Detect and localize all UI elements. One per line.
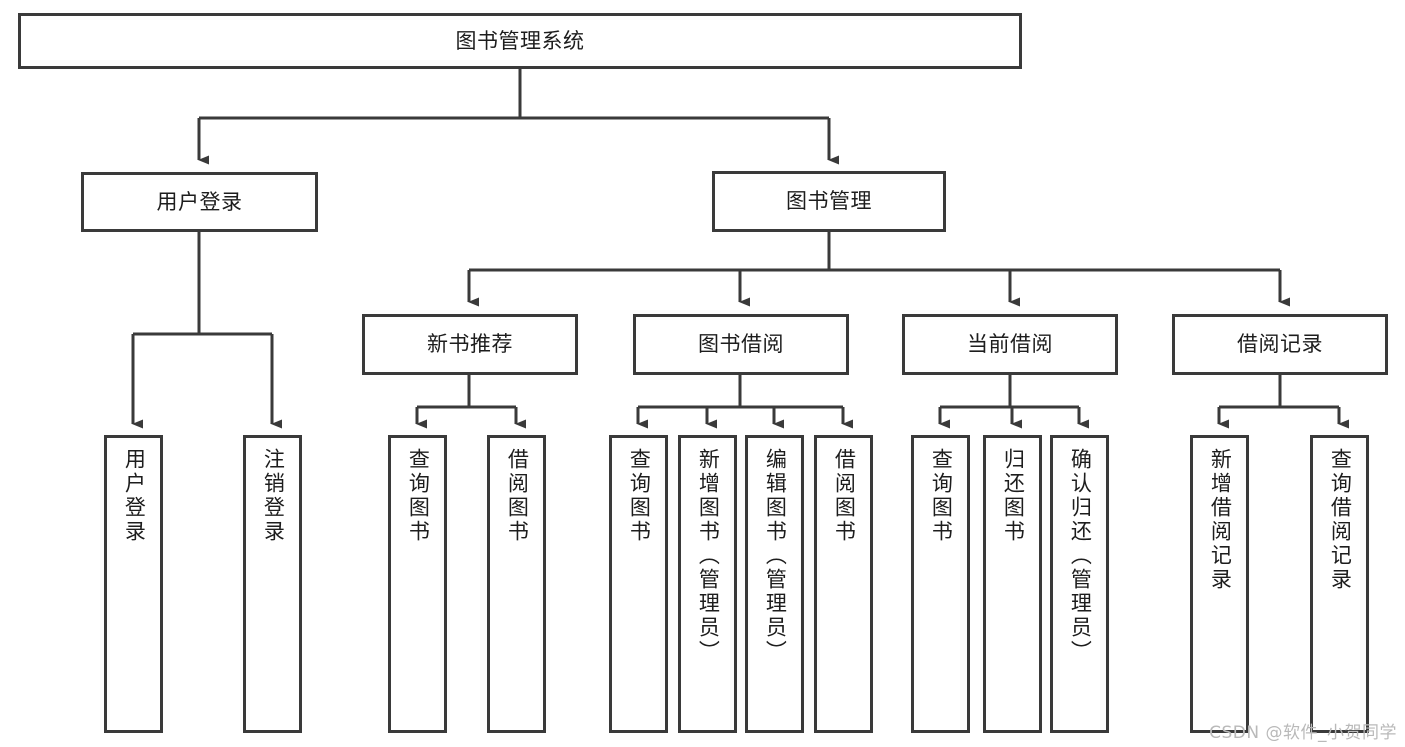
node-user-login-label: 用户登录 <box>156 189 243 214</box>
csdn-watermark: CSDN @软件_小贺同学 <box>1209 723 1397 743</box>
node-leaf-query-book-1-label: 查询图书 <box>406 448 431 544</box>
node-borrow-record-label: 借阅记录 <box>1237 332 1323 357</box>
node-user-login[interactable]: 用户登录 <box>81 172 318 232</box>
node-new-book-rec-label: 新书推荐 <box>427 332 513 357</box>
node-leaf-query-book-2-label: 查询图书 <box>627 448 652 544</box>
node-leaf-query-book-3[interactable]: 查询图书 <box>911 435 970 733</box>
node-current-borrow[interactable]: 当前借阅 <box>902 314 1118 375</box>
node-leaf-add-book[interactable]: 新增图书（管理员） <box>678 435 737 733</box>
node-leaf-user-logout-label: 注销登录 <box>261 448 286 544</box>
node-leaf-confirm-return[interactable]: 确认归还（管理员） <box>1050 435 1109 733</box>
node-leaf-user-login[interactable]: 用户登录 <box>104 435 163 733</box>
node-book-manage-label: 图书管理 <box>786 189 872 214</box>
node-leaf-add-record-label: 新增借阅记录 <box>1208 448 1233 592</box>
node-book-borrow[interactable]: 图书借阅 <box>633 314 849 375</box>
node-leaf-query-book-1[interactable]: 查询图书 <box>388 435 447 733</box>
node-current-borrow-label: 当前借阅 <box>967 332 1053 357</box>
node-book-borrow-label: 图书借阅 <box>698 332 784 357</box>
node-borrow-record[interactable]: 借阅记录 <box>1172 314 1388 375</box>
node-leaf-confirm-return-label: 确认归还（管理员） <box>1068 448 1093 664</box>
node-leaf-query-record-label: 查询借阅记录 <box>1328 448 1353 592</box>
node-leaf-edit-book-label: 编辑图书（管理员） <box>763 448 788 664</box>
node-leaf-borrow-book-1[interactable]: 借阅图书 <box>487 435 546 733</box>
node-leaf-borrow-book-1-label: 借阅图书 <box>505 448 530 544</box>
node-root[interactable]: 图书管理系统 <box>18 13 1022 69</box>
node-leaf-borrow-book-2-label: 借阅图书 <box>832 448 857 544</box>
node-leaf-return-book[interactable]: 归还图书 <box>983 435 1042 733</box>
node-leaf-query-book-2[interactable]: 查询图书 <box>609 435 668 733</box>
node-book-manage[interactable]: 图书管理 <box>712 171 946 232</box>
node-leaf-query-record[interactable]: 查询借阅记录 <box>1310 435 1369 733</box>
node-leaf-add-record[interactable]: 新增借阅记录 <box>1190 435 1249 733</box>
node-leaf-add-book-label: 新增图书（管理员） <box>696 448 721 664</box>
node-new-book-rec[interactable]: 新书推荐 <box>362 314 578 375</box>
node-leaf-user-logout[interactable]: 注销登录 <box>243 435 302 733</box>
node-leaf-borrow-book-2[interactable]: 借阅图书 <box>814 435 873 733</box>
node-leaf-user-login-label: 用户登录 <box>122 448 147 544</box>
node-root-label: 图书管理系统 <box>455 28 585 53</box>
node-leaf-query-book-3-label: 查询图书 <box>929 448 954 544</box>
node-leaf-return-book-label: 归还图书 <box>1001 448 1026 544</box>
node-leaf-edit-book[interactable]: 编辑图书（管理员） <box>745 435 804 733</box>
